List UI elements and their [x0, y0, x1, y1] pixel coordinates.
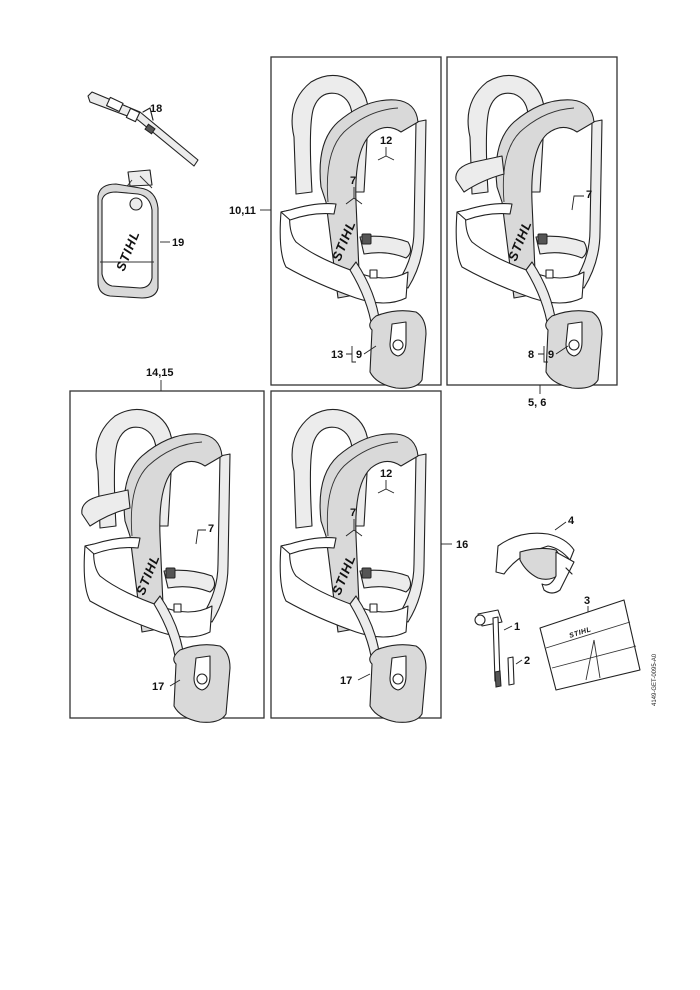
label-16: 16 [456, 539, 468, 551]
label-17-a: 17 [152, 681, 164, 693]
label-18: 18 [150, 103, 162, 115]
label-9-a: 9 [356, 349, 362, 361]
label-3: 3 [584, 595, 590, 607]
label-10-11: 10,11 [229, 205, 256, 217]
label-2: 2 [524, 655, 530, 667]
tool-bag-part-3: STIHL 3 [539, 595, 641, 691]
harness-frame-14-15: 14,15 7 17 [69, 367, 265, 723]
label-7-c: 7 [208, 523, 214, 535]
label-7-a: 7 [350, 175, 356, 187]
label-14-15: 14,15 [146, 367, 174, 379]
label-5-6: 5, 6 [528, 397, 546, 409]
harness-frame-10-11: 10,11 12 7 13 9 [229, 56, 442, 389]
safety-glasses-part-4: 4 [495, 515, 575, 594]
strap-part-18: 18 [87, 91, 199, 167]
label-4: 4 [568, 515, 575, 527]
pin-part-2: 2 [507, 655, 530, 686]
label-17-b: 17 [340, 675, 352, 687]
label-7-d: 7 [350, 507, 356, 519]
label-13: 13 [331, 349, 343, 361]
label-9-b: 9 [548, 349, 554, 361]
harness-frame-16: 12 7 16 17 [270, 390, 468, 723]
wrench-part-1: 1 [474, 609, 520, 688]
label-12-a: 12 [380, 135, 392, 147]
label-8: 8 [528, 349, 534, 361]
harness-frame-5-6: 7 8 9 5, 6 [446, 56, 618, 409]
label-1: 1 [514, 621, 520, 633]
drawing-code: 4149-GET-0095-A0 [652, 653, 658, 706]
label-7-b: 7 [586, 189, 592, 201]
label-12-b: 12 [380, 468, 392, 480]
label-19: 19 [172, 237, 184, 249]
pouch-part-19: STIHL 19 [97, 169, 184, 299]
